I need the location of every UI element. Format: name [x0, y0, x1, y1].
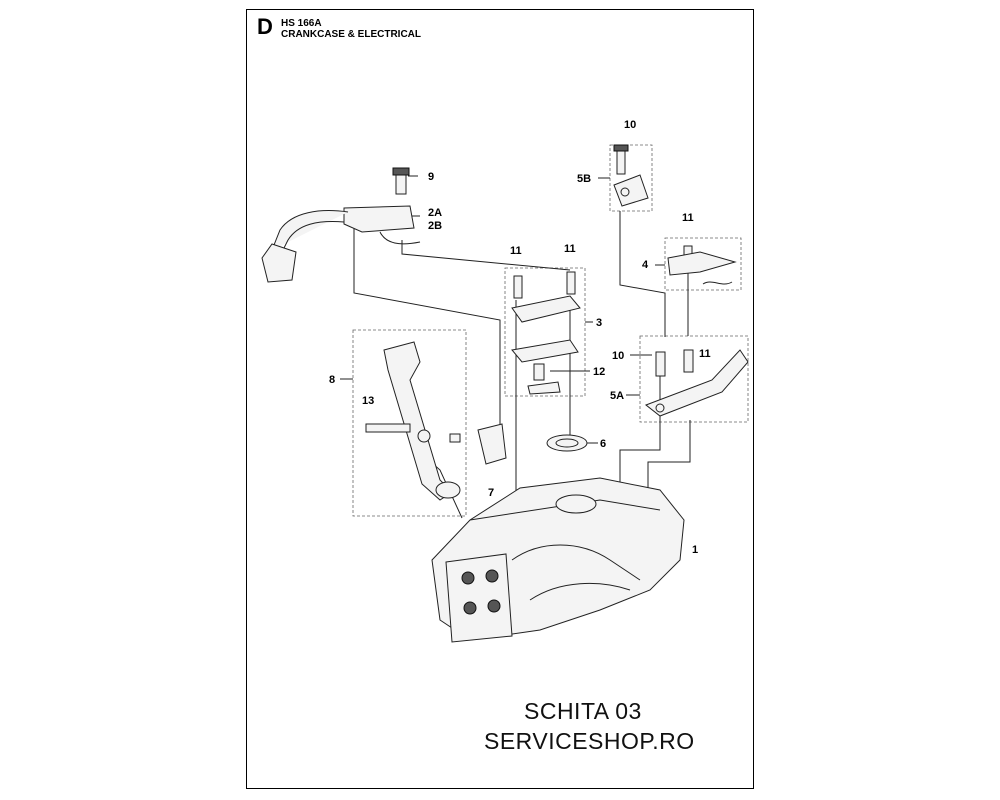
callout-3: 3: [596, 317, 602, 329]
watermark-serviceshop: SERVICESHOP.RO: [484, 728, 695, 754]
ignition-coil: [261, 167, 421, 283]
diagram-frame: [246, 9, 754, 789]
gasket-set-3: [511, 271, 581, 395]
bracket-5b: [613, 144, 649, 207]
diagram-title: CRANKCASE & ELECTRICAL: [281, 29, 421, 40]
callout-5a: 5A: [610, 390, 624, 402]
callout-5b: 5B: [577, 173, 591, 185]
switch-assembly-4: [667, 245, 737, 285]
callout-11-d: 11: [699, 348, 711, 360]
group-box-8: [352, 329, 467, 517]
crankcase-1: [431, 477, 685, 643]
callout-12: 12: [593, 366, 605, 378]
callout-13: 13: [362, 395, 374, 407]
callout-2b: 2B: [428, 220, 442, 232]
callout-7: 7: [488, 487, 494, 499]
callout-1: 1: [692, 544, 698, 556]
callout-10-top: 10: [624, 119, 636, 131]
callout-2a: 2A: [428, 207, 442, 219]
callout-8: 8: [329, 374, 335, 386]
callout-11-a: 11: [682, 212, 694, 224]
watermark-schita: SCHITA 03: [524, 698, 642, 724]
clip-7: [477, 423, 507, 465]
callout-10-mid: 10: [612, 350, 624, 362]
callout-11-c: 11: [564, 243, 576, 255]
guide-rail-5a: [644, 349, 749, 417]
group-box-5a: [639, 335, 749, 423]
section-letter: D: [257, 14, 273, 39]
group-box-4: [664, 237, 742, 291]
intake-tube-8: [365, 341, 461, 501]
callout-4: 4: [642, 259, 649, 271]
callout-11-b: 11: [510, 245, 522, 257]
callout-6: 6: [600, 438, 606, 450]
model-label: HS 166A: [281, 18, 322, 29]
oil-seal-6: [546, 434, 588, 452]
callout-9: 9: [428, 171, 434, 183]
